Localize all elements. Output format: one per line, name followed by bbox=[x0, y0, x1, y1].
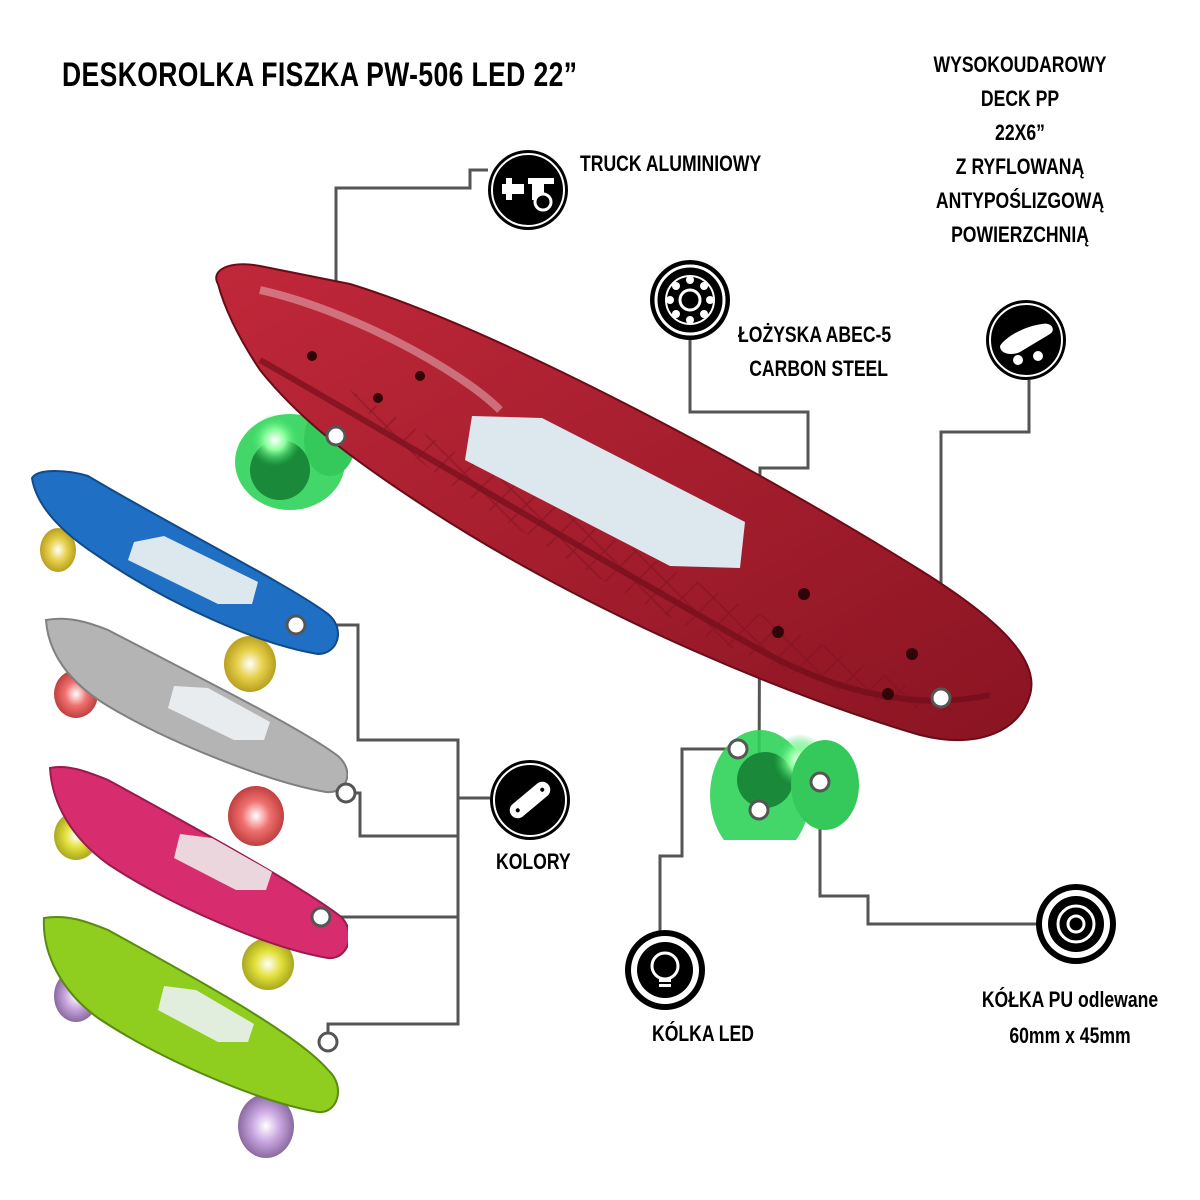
bearing-icon bbox=[650, 260, 730, 340]
color-variants-image bbox=[30, 470, 348, 1158]
led-wheels-label: KÓLKA LED bbox=[652, 1021, 755, 1046]
deck-icon bbox=[986, 300, 1066, 380]
deck-label: WYSOKOUDAROWY DECK PP 22X6” Z RYFLOWANĄ … bbox=[933, 52, 1107, 247]
pu-wheels-label: KÓŁKA PU odlewane 60mm x 45mm bbox=[981, 987, 1159, 1048]
truck-icon bbox=[488, 150, 568, 230]
main-skateboard-image bbox=[215, 263, 1033, 840]
truck-label: TRUCK ALUMINIOWY bbox=[580, 151, 762, 176]
colors-label: KOLORY bbox=[496, 849, 571, 874]
skateboard-icon bbox=[490, 760, 570, 840]
bearings-label: ŁOŻYSKA ABEC-5 CARBON STEEL bbox=[738, 322, 892, 381]
bulb-icon bbox=[625, 930, 705, 1010]
wheel-icon bbox=[1036, 884, 1116, 964]
page-title: DESKOROLKA FISZKA PW-506 LED 22” bbox=[62, 56, 578, 94]
